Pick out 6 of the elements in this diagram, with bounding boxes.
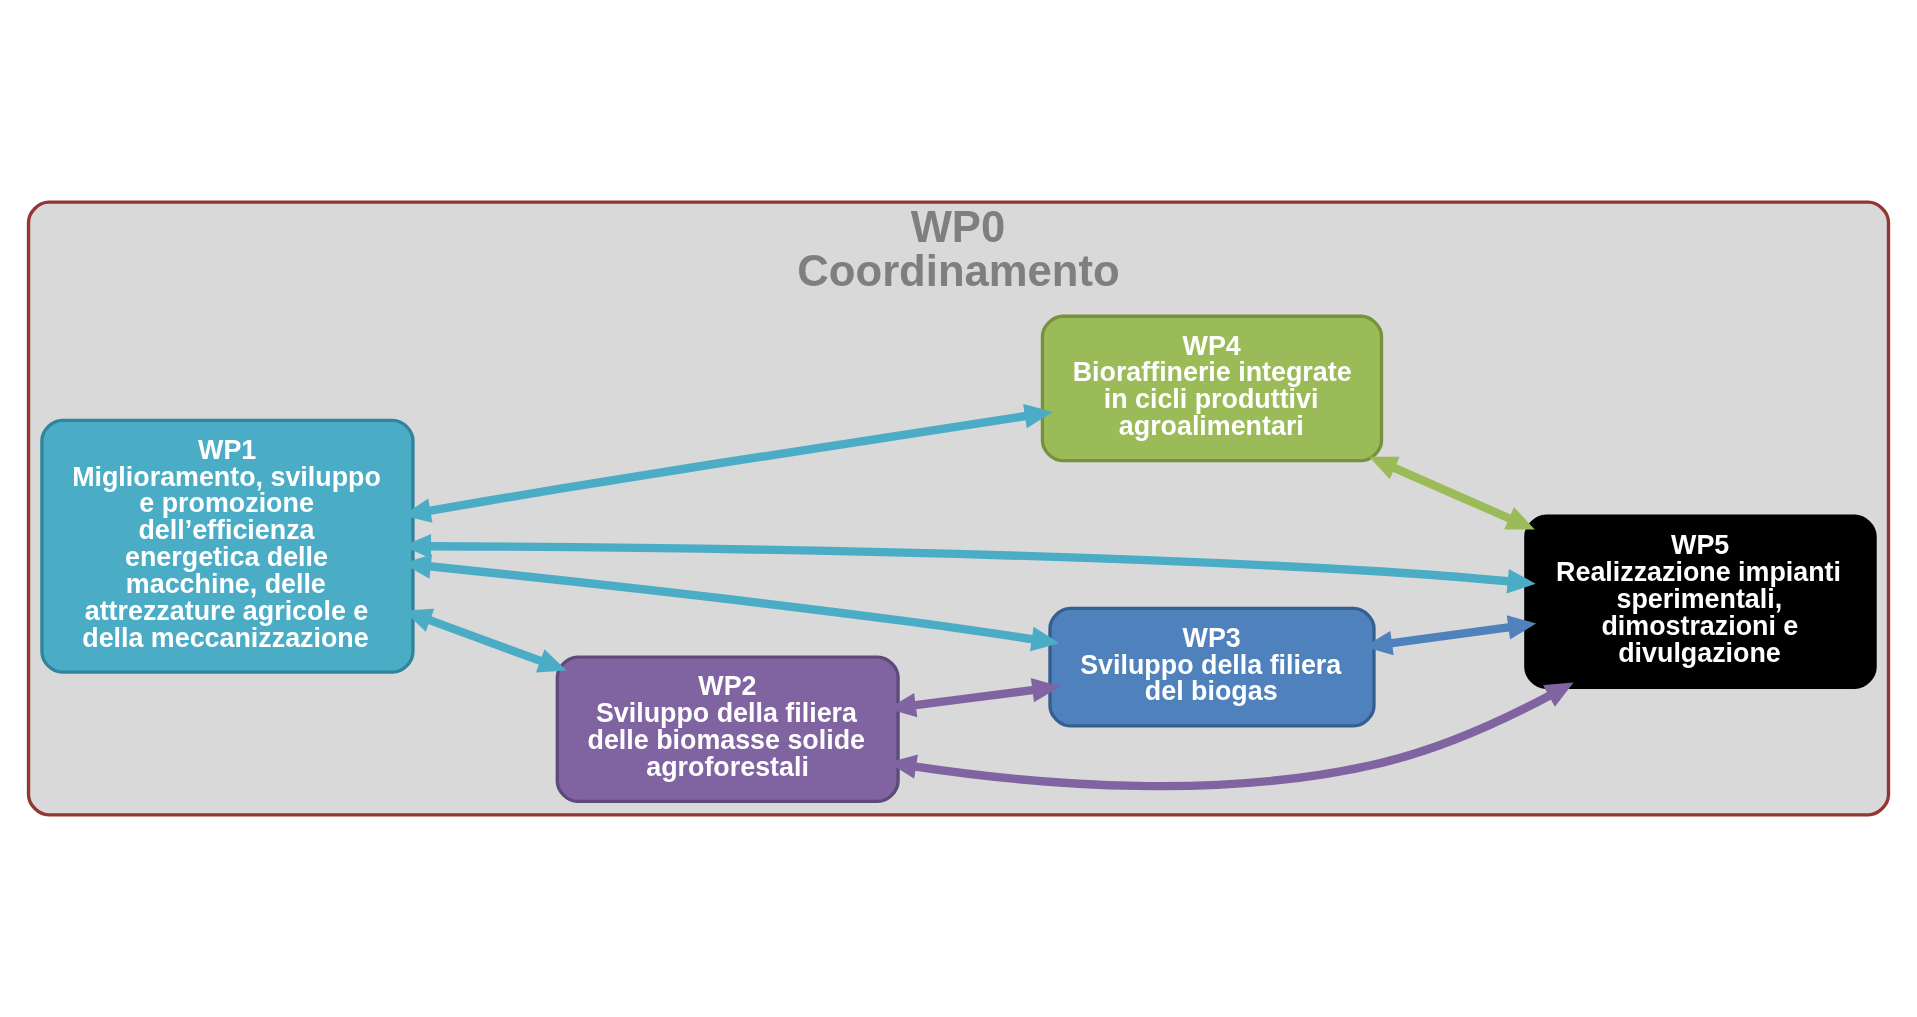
node-box: WP5 Realizzazione impianti sperimentali, dimostrazioni e divulgazione: [1524, 514, 1877, 689]
node-box: WP1 Miglioramento, sviluppo e promozione dell’efficienza energetica delle macchine, delle attrezzature agricole e della meccanizzazione: [40, 418, 415, 674]
node-box: WP3 Sviluppo della filiera del biogas: [1048, 606, 1376, 728]
arrow: [1369, 456, 1535, 530]
node-box: WP4 Bioraffinerie integrate in cicli produttivi agroalimentari: [1040, 314, 1384, 463]
node-box: WP2 Sviluppo della filiera delle biomasse solide agroforestali: [555, 655, 900, 804]
